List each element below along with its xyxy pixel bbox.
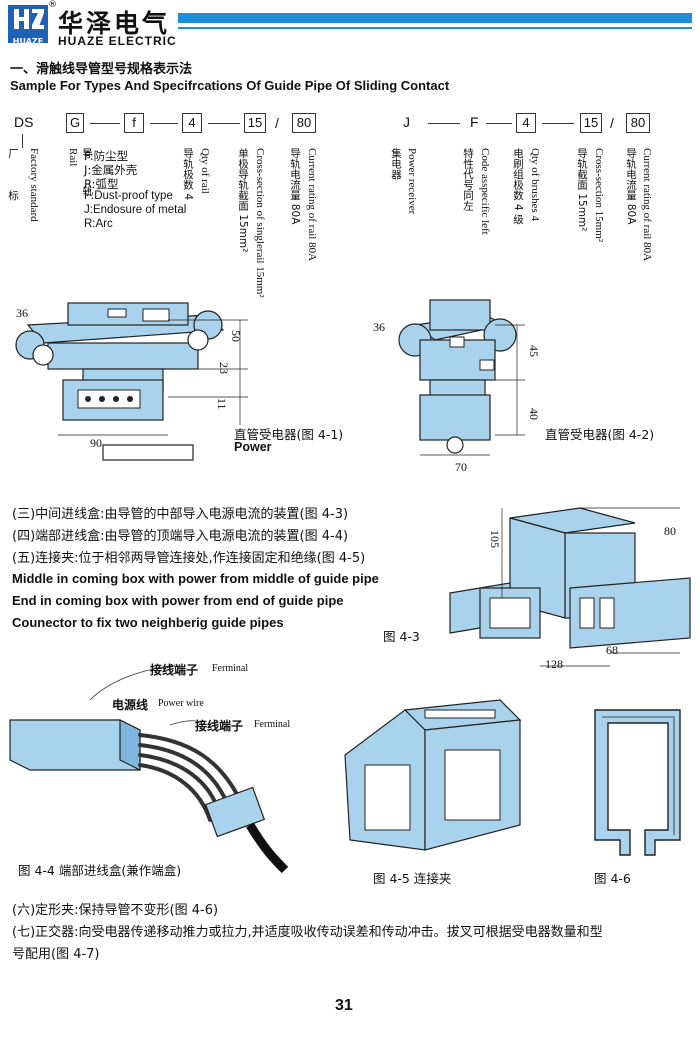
code-box-80: 80 bbox=[292, 113, 316, 133]
fig41-dim-36: 36 bbox=[16, 306, 28, 320]
legend-option: J:Endosure of metal bbox=[84, 204, 187, 216]
registered-mark: ® bbox=[48, 0, 57, 10]
legend-option: J:金属外壳 bbox=[84, 163, 138, 177]
legend-rail-cn: 导 轨 bbox=[81, 148, 93, 209]
legend-factory-cn: 厂 标 bbox=[7, 148, 19, 215]
fig46-caption: 图 4-6 bbox=[594, 871, 631, 886]
code-dash bbox=[428, 123, 460, 124]
logo-mark bbox=[8, 5, 48, 43]
section-heading-en: Sample For Types And Specifrcations Of G… bbox=[10, 78, 450, 93]
legend-option: R:Arc bbox=[84, 218, 113, 230]
fig45-caption: 图 4-5 连接夹 bbox=[373, 871, 452, 886]
code-dash bbox=[90, 123, 120, 124]
paragraph-en-middle: Middle in coming box with power from mid… bbox=[12, 571, 379, 586]
code-f: F bbox=[470, 114, 479, 130]
legend-cross-en-right: Cross-section 15mm² bbox=[593, 148, 605, 243]
legend-current-cn-right: 导轨电流量 80A bbox=[625, 148, 637, 225]
power-wire-label-en: Power wire bbox=[158, 698, 204, 709]
legend-brush-en: Qty of brushes 4 bbox=[529, 148, 541, 222]
legend-receiver-en: Power receiver bbox=[406, 148, 418, 215]
terminal-label-cn-2: 接线端子 bbox=[195, 719, 244, 733]
power-wire-label-cn: 电源线 bbox=[112, 698, 149, 712]
terminal-label-cn: 接线端子 bbox=[150, 663, 199, 677]
code-prefix-ds: DS bbox=[14, 114, 34, 130]
legend-receiver-cn: 集电器 bbox=[390, 148, 402, 180]
fig43-dim-80: 80 bbox=[664, 524, 676, 538]
code-dash bbox=[150, 123, 178, 124]
code-dash bbox=[208, 123, 240, 124]
fig42-dim-70: 70 bbox=[455, 460, 467, 474]
paragraph-end-box: (四)端部进线盒:由导管的顶端导入电源电流的装置(图 4-4) bbox=[12, 529, 349, 544]
code-box-80-right: 80 bbox=[626, 113, 650, 133]
paragraph-orthogonal-cont: 号配用(图 4-7) bbox=[12, 947, 100, 962]
legend-cross-en: Cross-section of singlerail 15mm² bbox=[254, 148, 266, 298]
section-heading-cn: 一、滑触线导管型号规格表示法 bbox=[10, 62, 193, 77]
legend-poles-cn: 导轨极数 4 bbox=[182, 148, 194, 201]
figure-4-6-drawing bbox=[594, 709, 681, 856]
figure-4-2-drawing bbox=[398, 299, 525, 456]
terminal-label-en: Ferminal bbox=[212, 663, 249, 674]
fig41-caption-en: Power bbox=[234, 440, 272, 454]
fig42-dim-40: 40 bbox=[527, 408, 541, 420]
code-tick bbox=[22, 134, 23, 148]
figure-4-3-drawing bbox=[449, 507, 691, 667]
code-box-g: G bbox=[66, 113, 84, 133]
fig42-dim-36: 36 bbox=[373, 320, 385, 334]
fig42-caption: 直管受电器(图 4-2) bbox=[545, 427, 655, 442]
terminal-label-en-2: Ferminal bbox=[254, 719, 291, 730]
fig43-dim-128: 128 bbox=[545, 657, 563, 671]
paragraph-fixing-clamp: (六)定形夹:保持导管不变形(图 4-6) bbox=[12, 903, 219, 918]
code-box-4: 4 bbox=[182, 113, 202, 133]
fig42-dim-45: 45 bbox=[527, 345, 541, 357]
fig41-dim-90: 90 bbox=[90, 436, 102, 450]
logo-hz-icon bbox=[14, 9, 44, 29]
code-dash bbox=[542, 123, 574, 124]
code-box-15-right: 15 bbox=[580, 113, 602, 133]
fig41-dim-11: 11 bbox=[215, 398, 229, 410]
paragraph-connector: (五)连接夹:位于相邻两导管连接处,作连接固定和绝缘(图 4-5) bbox=[12, 551, 366, 566]
fig44-caption: 图 4-4 端部进线盒(兼作端盒) bbox=[18, 863, 182, 878]
figure-4-1-drawing bbox=[15, 302, 248, 461]
legend-poles-en: Qty of rail bbox=[199, 148, 211, 194]
legend-factory-en: Factory standard bbox=[28, 148, 40, 222]
legend-option: F:Dust-proof type bbox=[84, 190, 173, 202]
page-number: 31 bbox=[335, 997, 353, 1014]
brand-name-cn: 华泽电气 bbox=[58, 9, 171, 38]
fig41-caption: 直管受电器(图 4-1) bbox=[234, 427, 344, 442]
fig41-dim-23: 23 bbox=[217, 362, 231, 374]
legend-current-en: Current rating of rail 80A bbox=[306, 148, 318, 262]
header-accent-bar bbox=[178, 13, 692, 23]
figure-4-4-drawing bbox=[9, 664, 289, 874]
brand-name-en: HUAZE ELECTRIC bbox=[58, 34, 177, 48]
code-slash: / bbox=[275, 115, 279, 131]
paragraph-middle-box: (三)中间进线盒:由导管的中部导入电源电流的装置(图 4-3) bbox=[12, 507, 349, 522]
fig41-dim-50: 50 bbox=[229, 330, 243, 342]
paragraph-orthogonal: (七)正交器:向受电器传递移动推力或拉力,并适度吸收传动误差和传动冲击。拔叉可根… bbox=[12, 925, 603, 940]
paragraph-en-end: End in coming box with power from end of… bbox=[12, 593, 344, 608]
code-box-15: 15 bbox=[244, 113, 266, 133]
legend-cross-cn: 单极导轨截面 15mm² bbox=[237, 148, 249, 253]
legend-option: F:防尘型 bbox=[84, 149, 129, 163]
legend-rail-en: Rail bbox=[67, 148, 79, 167]
figure-4-5-drawing bbox=[344, 699, 522, 851]
header-accent-line bbox=[178, 27, 692, 29]
code-dash bbox=[486, 123, 512, 124]
code-slash-right: / bbox=[610, 115, 614, 131]
legend-code-cn: 特性代号同左 bbox=[462, 148, 474, 211]
code-box-4-right: 4 bbox=[516, 113, 536, 133]
code-prefix-j: J bbox=[403, 114, 410, 130]
legend-cross-cn-right: 导轨截面 15mm² bbox=[576, 148, 588, 232]
fig43-dim-68: 68 bbox=[606, 643, 618, 657]
logo-abbr: HUAZE bbox=[12, 37, 44, 46]
legend-current-cn: 导轨电流量 80A bbox=[289, 148, 301, 225]
legend-brush-cn: 电刷组极数 4 级 bbox=[512, 148, 524, 225]
fig43-caption: 图 4-3 bbox=[383, 629, 420, 644]
paragraph-en-connector: Counector to fix two neighberig guide pi… bbox=[12, 615, 284, 630]
code-box-f: f bbox=[124, 113, 144, 133]
legend-option: R:弧型 bbox=[84, 177, 119, 191]
legend-current-en-right: Current rating of rail 80A bbox=[641, 148, 653, 262]
legend-code-en: Code asspecific left bbox=[479, 148, 491, 235]
fig43-dim-105: 105 bbox=[488, 530, 502, 548]
